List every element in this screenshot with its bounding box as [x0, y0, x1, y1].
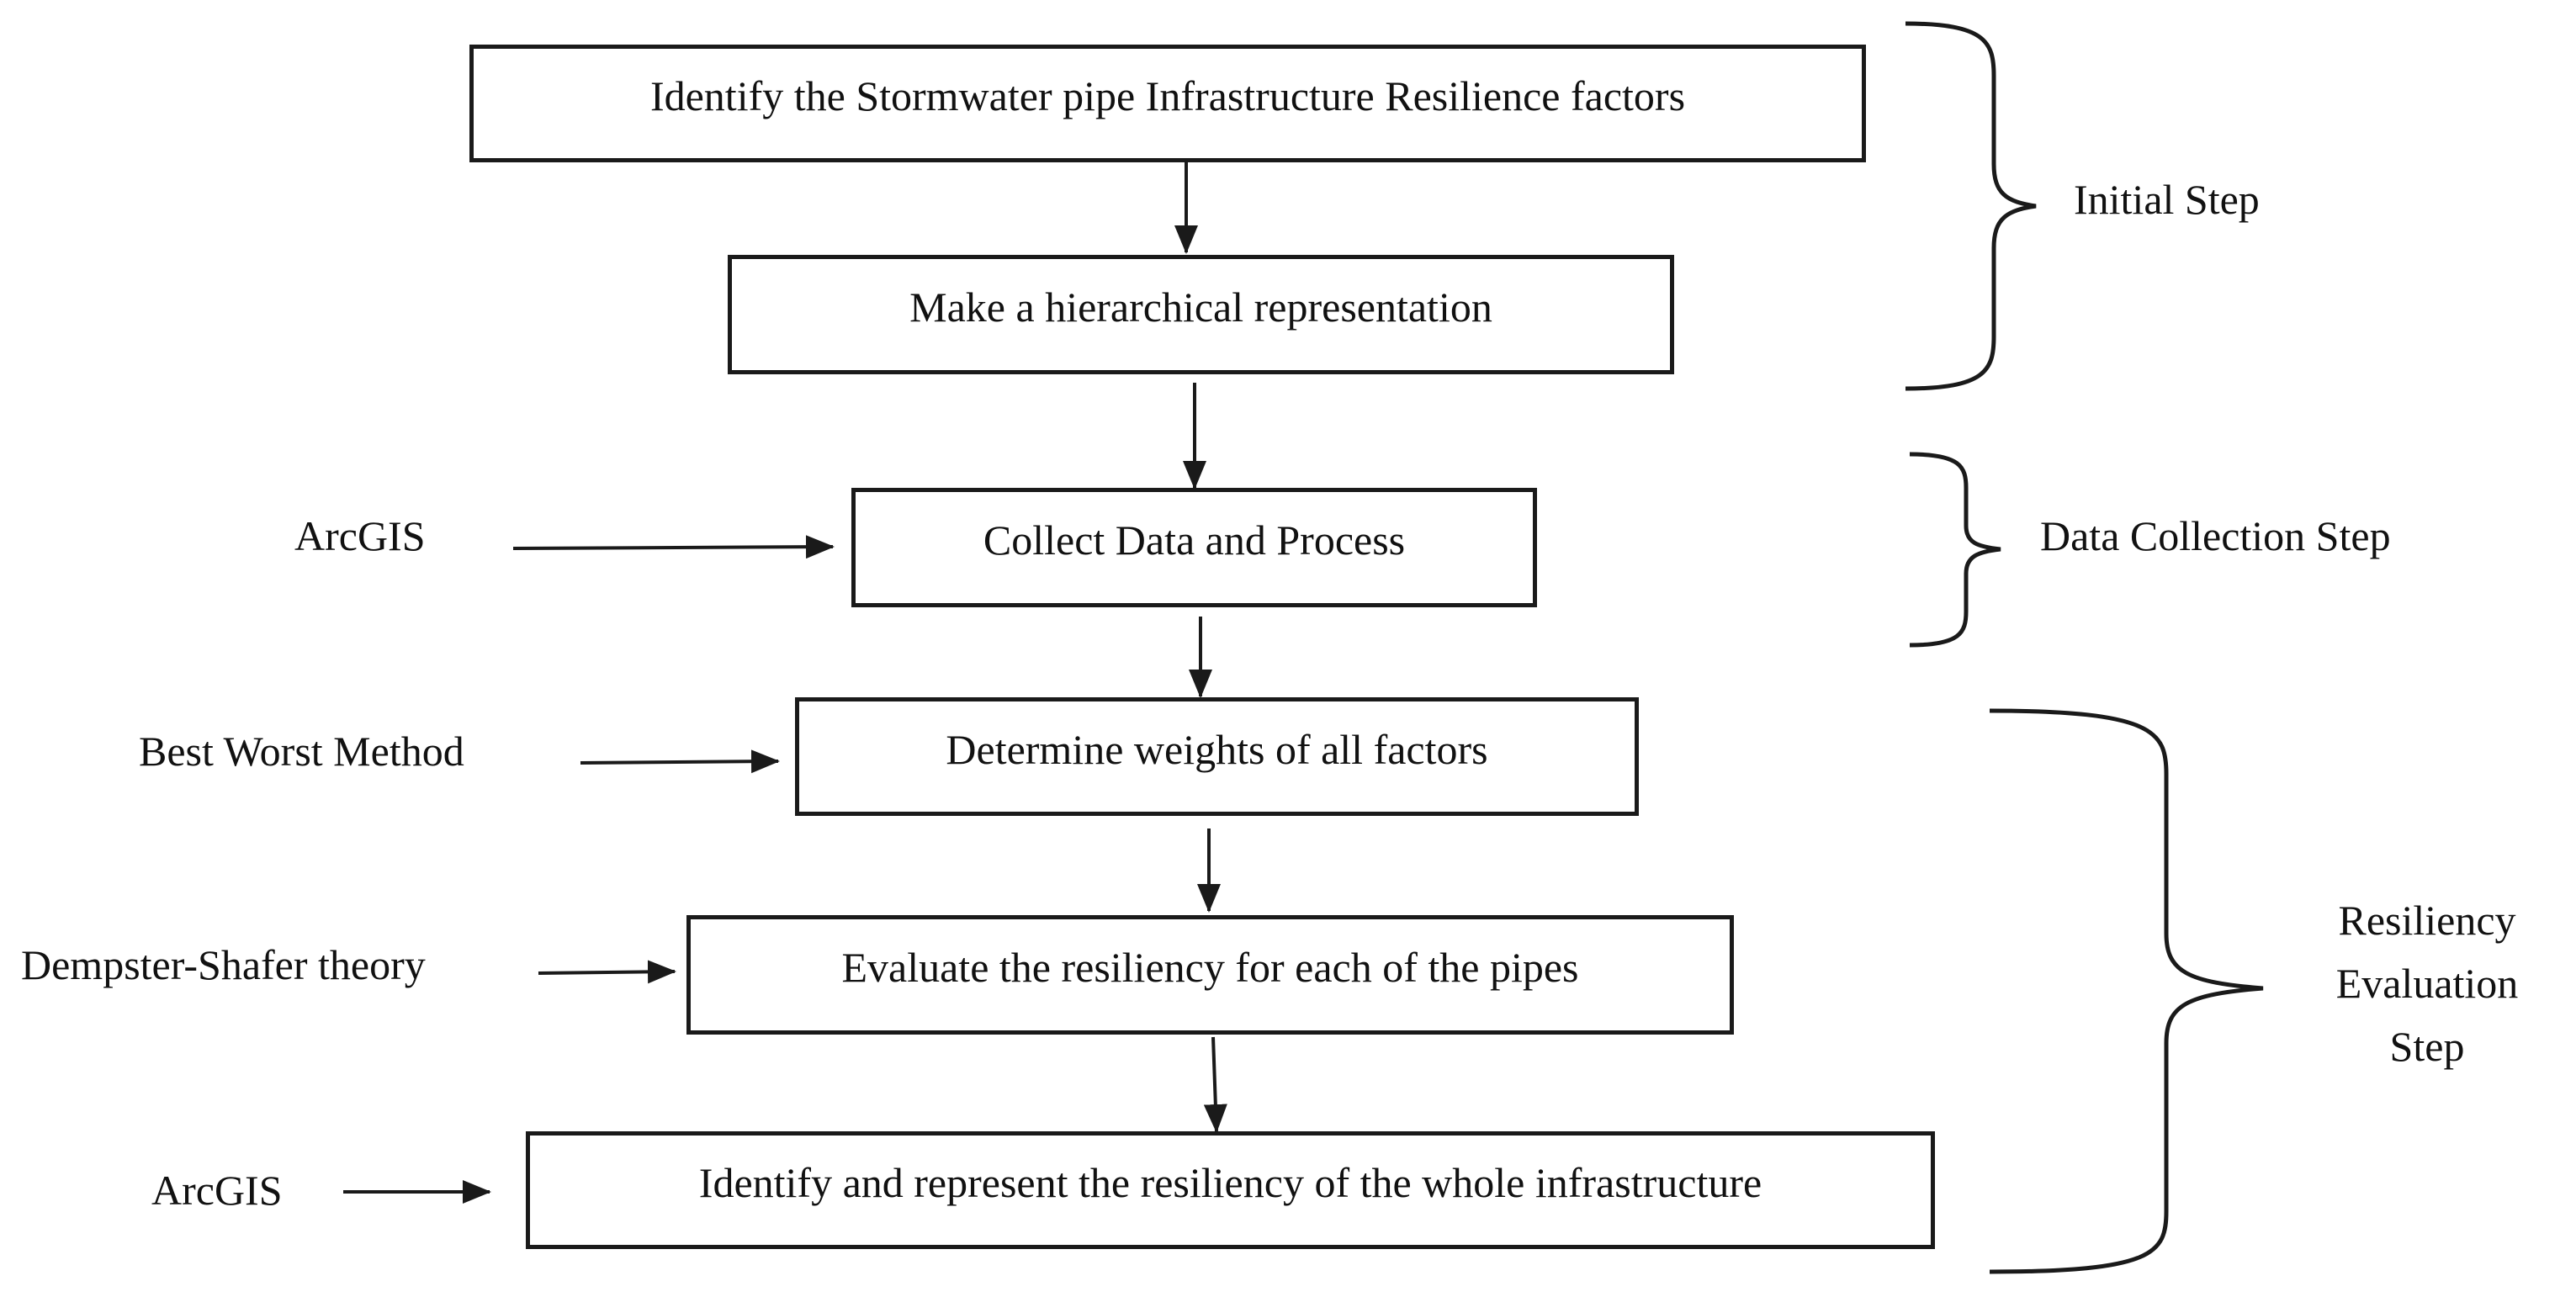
step-represent-infrastructure: Identify and represent the resiliency of… [526, 1131, 1935, 1249]
stage-label-resiliency-evaluation: Resiliency Evaluation Step [2301, 889, 2553, 1078]
input-arrow-dst [538, 960, 676, 984]
step-evaluate-resiliency: Evaluate the resiliency for each of the … [686, 915, 1734, 1035]
input-arrow-bwm [580, 749, 780, 774]
brace-data-collection-step [1909, 452, 2001, 648]
input-label-best-worst-method: Best Worst Method [139, 728, 464, 775]
stage-label-initial: Initial Step [2074, 176, 2260, 223]
step-hierarchical-representation-label: Make a hierarchical representation [909, 283, 1492, 331]
input-arrow-arcgis-1 [512, 535, 835, 559]
input-label-dempster-shafer: Dempster-Shafer theory [21, 941, 426, 988]
step-determine-weights-label: Determine weights of all factors [946, 725, 1488, 773]
step-collect-data-label: Collect Data and Process [983, 516, 1406, 564]
step-identify-factors-label: Identify the Stormwater pipe Infrastruct… [649, 72, 1686, 119]
stage-label-resiliency-line1: Resiliency [2338, 897, 2516, 944]
input-label-arcgis-2: ArcGIS [151, 1167, 283, 1214]
step-identify-factors: Identify the Stormwater pipe Infrastruct… [469, 45, 1866, 162]
step-hierarchical-representation: Make a hierarchical representation [728, 255, 1674, 374]
step-determine-weights: Determine weights of all factors [795, 697, 1639, 816]
input-label-arcgis-1: ArcGIS [294, 512, 426, 559]
brace-resiliency-evaluation-step [1989, 708, 2264, 1274]
step-represent-infrastructure-label: Identify and represent the resiliency of… [698, 1159, 1762, 1206]
brace-initial-step [1905, 21, 2037, 391]
stage-label-resiliency-line3: Step [2389, 1023, 2465, 1070]
flow-arrow-5-6 [1203, 1036, 1227, 1133]
stage-label-data-collection: Data Collection Step [2040, 512, 2391, 559]
step-evaluate-resiliency-label: Evaluate the resiliency for each of the … [841, 944, 1579, 991]
step-collect-data: Collect Data and Process [851, 488, 1537, 607]
stage-label-resiliency-line2: Evaluation [2335, 960, 2519, 1007]
